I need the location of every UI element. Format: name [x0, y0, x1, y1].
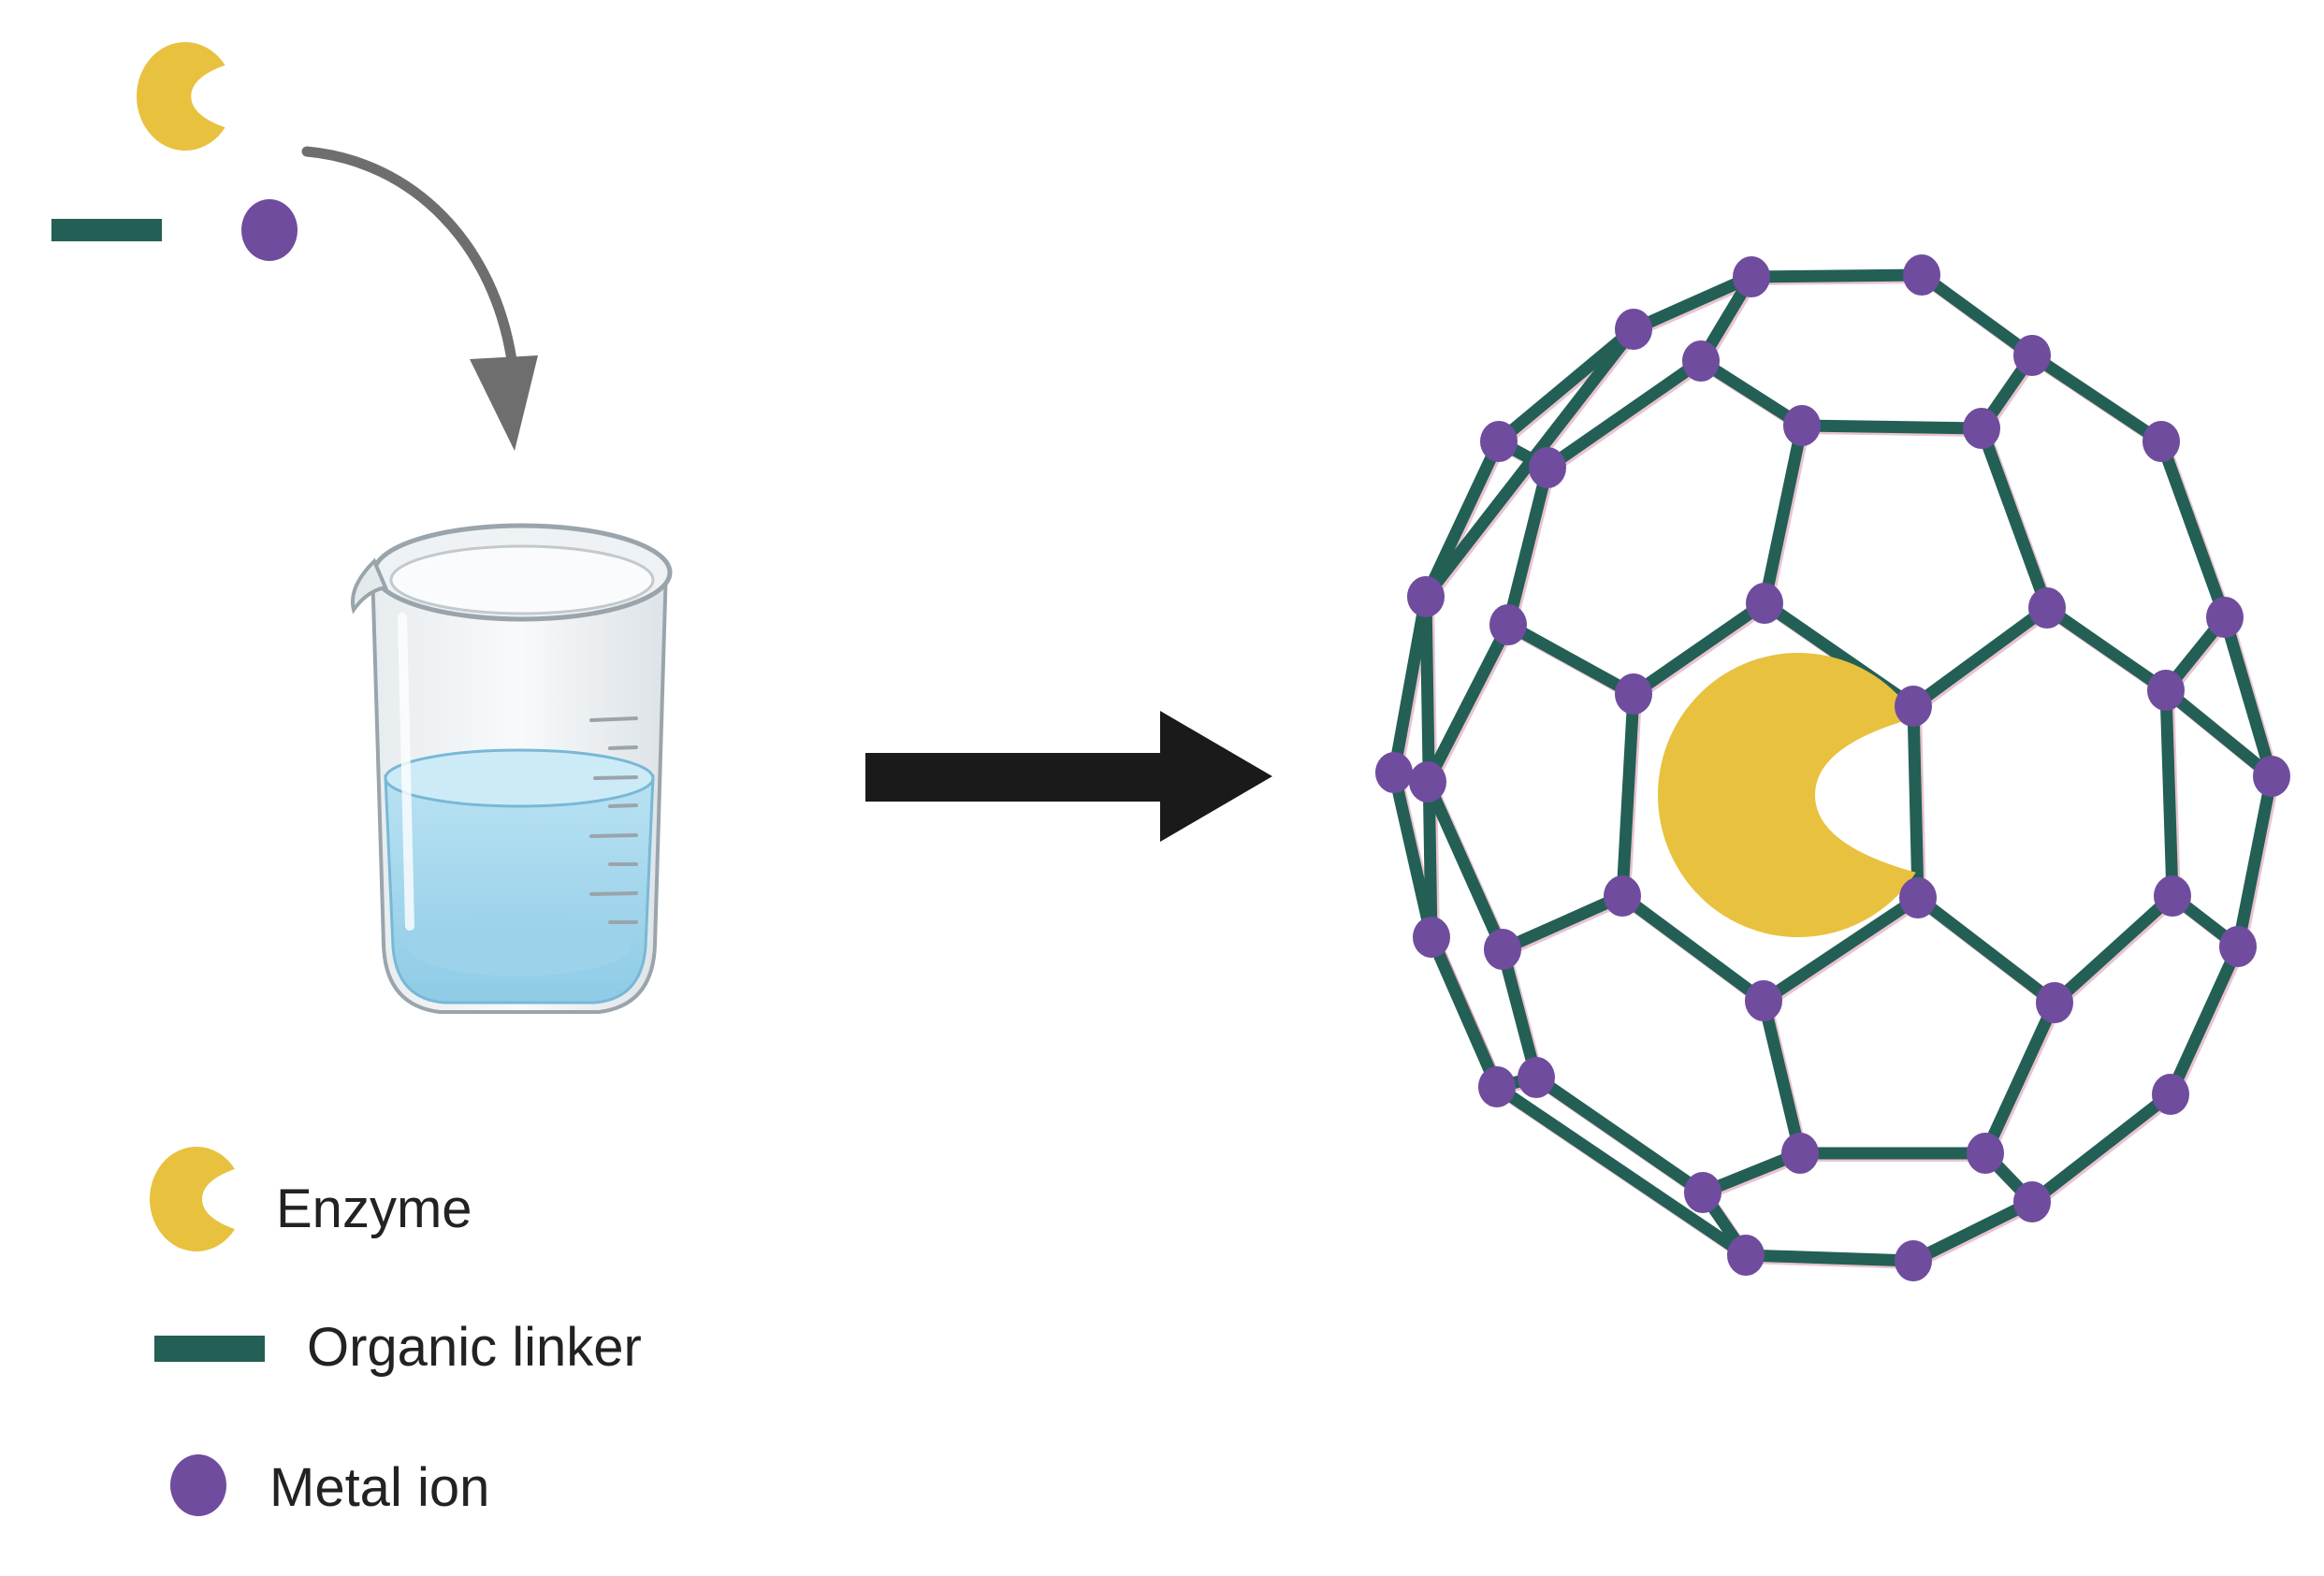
- metal-ion-node: [2013, 1181, 2051, 1222]
- organic-linker: [1907, 601, 2054, 713]
- metal-ion-node: [1895, 1240, 1932, 1281]
- metal-ion-node: [1733, 256, 1770, 297]
- metal-ion-node: [1478, 1066, 1516, 1107]
- reactant-metal-ion-icon: [241, 199, 298, 261]
- reactant-enzyme-icon: [137, 42, 225, 151]
- organic-linker: [2026, 349, 2168, 448]
- metal-ion-node: [1967, 1133, 2004, 1174]
- legend-metal-label: Metal ion: [269, 1457, 489, 1518]
- metal-ion-node: [2154, 875, 2191, 917]
- organic-linker: [1745, 268, 1928, 283]
- legend-enzyme-icon: [149, 1147, 235, 1251]
- organic-linker: [2164, 940, 2244, 1101]
- organic-linker: [1907, 1195, 2039, 1267]
- metal-ion-node: [1746, 583, 1783, 624]
- curved-arrow-icon: [301, 146, 538, 451]
- metal-ion-node: [1615, 673, 1652, 715]
- organic-linker: [1627, 597, 1771, 701]
- metal-ion-node: [1781, 1133, 1819, 1174]
- metal-ion-node: [2036, 982, 2073, 1023]
- organic-linker: [1421, 618, 1515, 788]
- metal-ion-node: [1480, 421, 1518, 462]
- organic-linker: [2048, 889, 2179, 1009]
- metal-ion-node: [1484, 929, 1521, 970]
- organic-linker: [2231, 770, 2278, 953]
- organic-linker: [1627, 270, 1758, 336]
- organic-linker: [1907, 700, 1925, 904]
- organic-linker: [1758, 419, 1808, 610]
- metal-ion-node: [1529, 447, 1566, 488]
- metal-ion-node: [1682, 340, 1720, 382]
- metal-ion-node: [2013, 335, 2051, 376]
- metal-ion-node: [1413, 917, 1450, 958]
- metal-ion-node: [1615, 309, 1652, 350]
- organic-linker: [1541, 354, 1707, 474]
- organic-linker: [1496, 943, 1543, 1084]
- metal-ion-node: [2142, 421, 2180, 462]
- organic-linker: [1616, 889, 1770, 1007]
- metal-ion-node: [2253, 756, 2290, 797]
- metal-ion-node: [1409, 761, 1446, 802]
- metal-ion-node: [2219, 926, 2257, 967]
- organic-linker: [1739, 1249, 1920, 1267]
- organic-linker: [1911, 891, 2061, 1009]
- organic-linker: [1757, 994, 1807, 1160]
- metal-ion-node: [2147, 670, 2185, 711]
- metal-ion-node: [2028, 587, 2066, 629]
- metal-ion-node: [1903, 254, 1940, 296]
- legend-linker-icon: [154, 1336, 265, 1362]
- organic-linker: [1530, 1071, 1709, 1199]
- metal-ion-node: [1407, 576, 1445, 617]
- organic-linker: [1502, 618, 1640, 701]
- organic-linker: [1419, 435, 1505, 603]
- organic-linker: [1757, 891, 1925, 1007]
- metal-ion-node: [1604, 875, 1641, 917]
- organic-linker: [1975, 422, 2054, 614]
- mof-cage: [1375, 254, 2290, 1281]
- metal-ion-node: [1727, 1235, 1765, 1276]
- organic-linker: [1694, 354, 1808, 432]
- organic-linker: [1915, 268, 2039, 362]
- organic-linker: [2159, 684, 2278, 783]
- organic-linker: [1421, 775, 1509, 956]
- metal-ion-node: [1963, 408, 2000, 449]
- legend-enzyme-label: Enzyme: [276, 1178, 472, 1239]
- metal-ion-node: [1518, 1057, 1555, 1098]
- organic-linker: [1492, 323, 1640, 448]
- metal-ion-node: [1684, 1172, 1721, 1213]
- organic-linker: [2155, 435, 2231, 624]
- organic-linker: [1490, 1080, 1752, 1262]
- legend-metal-ion-icon: [170, 1454, 226, 1516]
- organic-linker-edges: [1387, 268, 2278, 1267]
- organic-linker: [1795, 419, 1988, 435]
- process-arrow-icon: [865, 711, 1272, 842]
- organic-linker: [1616, 687, 1640, 903]
- organic-linker: [2159, 684, 2179, 903]
- organic-linker: [1502, 461, 1554, 631]
- metal-ion-node: [1895, 686, 1932, 727]
- encapsulated-enzyme-icon: [1658, 652, 1916, 938]
- metal-ion-nodes: [1375, 254, 2290, 1281]
- legend-linker-label: Organic linker: [307, 1317, 642, 1378]
- organic-linker: [2218, 611, 2278, 783]
- metal-ion-node: [1745, 980, 1782, 1021]
- metal-ion-node: [1489, 604, 1527, 645]
- metal-ion-node: [1899, 877, 1937, 918]
- metal-ion-node: [1783, 405, 1821, 446]
- metal-ion-node: [2206, 597, 2244, 638]
- metal-ion-node: [1375, 752, 1413, 793]
- reactant-linker-icon: [51, 219, 162, 241]
- legend: Enzyme Organic linker Metal ion: [149, 1147, 642, 1518]
- metal-ion-node: [2152, 1074, 2189, 1115]
- organic-linker: [2041, 601, 2172, 697]
- beaker-icon: [351, 523, 673, 1014]
- encapsulated-enzyme: [1658, 652, 1916, 938]
- organic-linker: [1425, 931, 1503, 1093]
- organic-linker: [1979, 996, 2061, 1160]
- organic-linker: [1496, 889, 1629, 956]
- organic-linker: [2026, 1088, 2177, 1208]
